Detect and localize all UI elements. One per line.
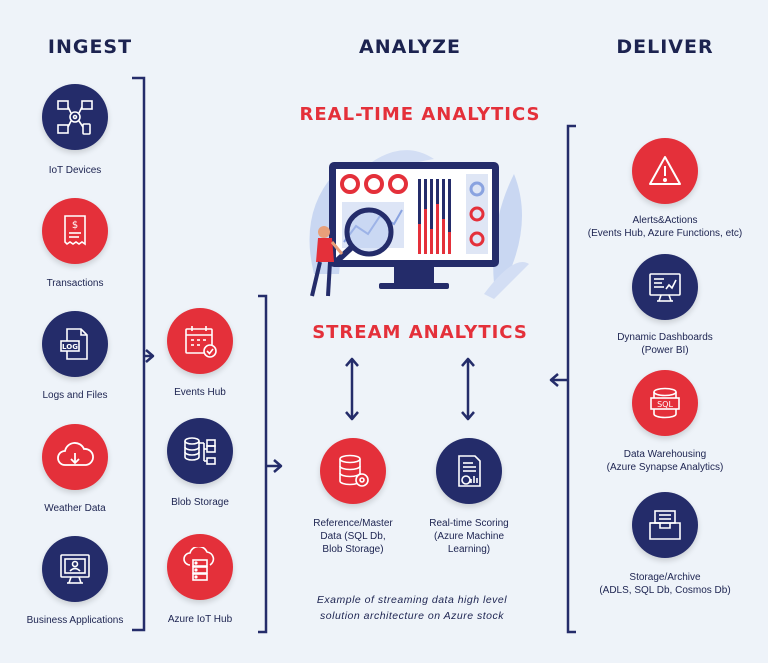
diagram-caption: Example of streaming data high level sol… — [316, 594, 508, 622]
dashboards-node — [632, 254, 698, 320]
business-apps-node — [42, 536, 108, 602]
iot-devices-node — [42, 84, 108, 150]
alerts-label: Alerts&Actions (Events Hub, Azure Functi… — [587, 215, 743, 239]
iot-devices-icon — [57, 100, 93, 135]
business-apps-label: Business Applications — [26, 615, 124, 626]
log-file-icon: LOG — [60, 328, 88, 360]
dashboard-icon — [649, 273, 681, 302]
archive-box-icon — [649, 510, 681, 540]
database-gear-icon — [339, 454, 369, 487]
stream-analytics-title: STREAM ANALYTICS — [312, 322, 528, 343]
events-hub-label: Events Hub — [174, 387, 226, 398]
iot-hub-label: Azure IoT Hub — [167, 614, 233, 625]
transactions-node: $ — [42, 198, 108, 264]
reference-data-node — [320, 438, 386, 504]
svg-text:LOG: LOG — [62, 343, 78, 351]
svg-text:SQL: SQL — [657, 400, 673, 409]
business-app-icon — [60, 554, 90, 584]
alert-icon — [649, 156, 681, 185]
storage-archive-node — [632, 492, 698, 558]
receipt-icon: $ — [64, 215, 86, 246]
database-tree-icon — [184, 437, 216, 465]
analyze-title: ANALYZE — [359, 36, 461, 58]
ingest-title: INGEST — [47, 36, 133, 58]
logs-node: LOG — [42, 311, 108, 377]
realtime-analytics-title: REAL-TIME ANALYTICS — [299, 104, 541, 125]
logs-label: Logs and Files — [42, 390, 108, 401]
realtime-scoring-node — [436, 438, 502, 504]
realtime-scoring-label: Real-time Scoring (Azure Machine Learnin… — [429, 518, 509, 555]
report-chart-icon — [458, 455, 481, 487]
deliver-title: DELIVER — [616, 36, 714, 58]
monitor-illustration — [309, 150, 529, 299]
iot-hub-node — [167, 534, 233, 600]
calendar-icon — [185, 326, 217, 358]
reference-data-label: Reference/Master Data (SQL Db, Blob Stor… — [313, 518, 393, 555]
sql-icon: SQL — [650, 387, 680, 419]
blob-storage-node — [167, 418, 233, 484]
weather-node — [42, 424, 108, 490]
transactions-label: Transactions — [46, 278, 104, 289]
alerts-node — [632, 138, 698, 204]
cloud-server-icon — [183, 547, 215, 581]
events-hub-node — [167, 308, 233, 374]
dashboards-label: Dynamic Dashboards (Power BI) — [617, 332, 713, 356]
storage-archive-label: Storage/Archive (ADLS, SQL Db, Cosmos Db… — [599, 572, 731, 596]
cloud-download-icon — [57, 442, 94, 466]
blob-storage-label: Blob Storage — [171, 497, 229, 508]
iot-devices-label: IoT Devices — [48, 165, 102, 176]
weather-label: Weather Data — [44, 503, 106, 514]
data-warehousing-label: Data Warehousing (Azure Synapse Analytic… — [606, 449, 724, 473]
data-warehousing-node: SQL — [632, 370, 698, 436]
svg-text:$: $ — [72, 220, 78, 231]
